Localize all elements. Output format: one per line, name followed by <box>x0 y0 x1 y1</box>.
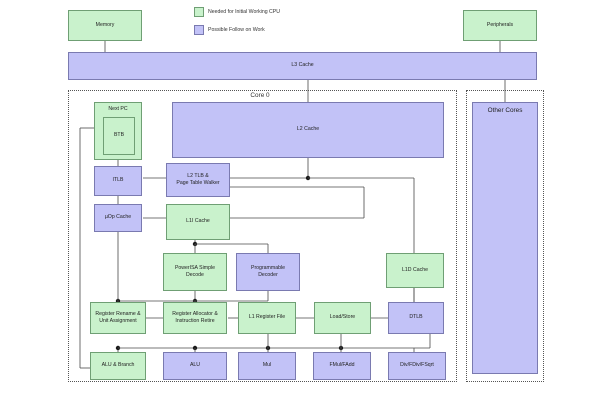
node-l3-cache[interactable]: L3 Cache <box>68 52 537 80</box>
node-load-store[interactable]: Load/Store <box>314 302 371 334</box>
node-register-allocator-instruction-retire[interactable]: Register Allocator & Instruction Retire <box>163 302 227 334</box>
core-group-label: Core 0 <box>250 92 270 99</box>
node-fmul-fadd[interactable]: FMul/FAdd <box>313 352 371 380</box>
node-dtlb[interactable]: DTLB <box>388 302 444 334</box>
node-l2-tlb-page-table-walker[interactable]: L2 TLB & Page Table Walker <box>166 163 230 197</box>
node-l1-register-file[interactable]: L1 Register File <box>238 302 296 334</box>
node-l2-cache[interactable]: L2 Cache <box>172 102 444 158</box>
legend-label-initial-working-cpu: Needed for Initial Working CPU <box>208 9 280 15</box>
node-mul[interactable]: Mul <box>238 352 296 380</box>
node-uop-cache[interactable]: µOp Cache <box>94 204 142 232</box>
node-register-rename-unit-assignment[interactable]: Register Rename & Unit Assignment <box>90 302 146 334</box>
legend-item-initial-working-cpu: Needed for Initial Working CPU <box>194 7 280 17</box>
node-programmable-decoder[interactable]: Programmable Decoder <box>236 253 300 291</box>
core-group-border <box>68 90 457 382</box>
legend-swatch-green <box>194 7 204 17</box>
legend-label-possible-follow-on-work: Possible Follow on Work <box>208 27 265 33</box>
node-itlb[interactable]: ITLB <box>94 166 142 196</box>
next-pc-label: Next PC <box>108 106 128 112</box>
node-btb[interactable]: BTB <box>103 117 135 155</box>
node-other-cores[interactable]: Other Cores <box>472 102 538 374</box>
node-l1d-cache[interactable]: L1D Cache <box>386 253 444 288</box>
node-memory[interactable]: Memory <box>68 10 142 41</box>
node-next-pc[interactable]: Next PC BTB <box>94 102 142 160</box>
node-powerisa-simple-decode[interactable]: PowerISA Simple Decode <box>163 253 227 291</box>
legend-swatch-purple <box>194 25 204 35</box>
other-cores-label: Other Cores <box>487 107 523 114</box>
node-peripherals[interactable]: Peripherals <box>463 10 537 41</box>
node-div-fdiv-fsqrt[interactable]: Div/FDiv/FSqrt <box>388 352 446 380</box>
node-l1i-cache[interactable]: L1I Cache <box>166 204 230 240</box>
legend-item-possible-follow-on-work: Possible Follow on Work <box>194 25 265 35</box>
node-alu-and-branch[interactable]: ALU & Branch <box>90 352 146 380</box>
node-alu[interactable]: ALU <box>163 352 227 380</box>
